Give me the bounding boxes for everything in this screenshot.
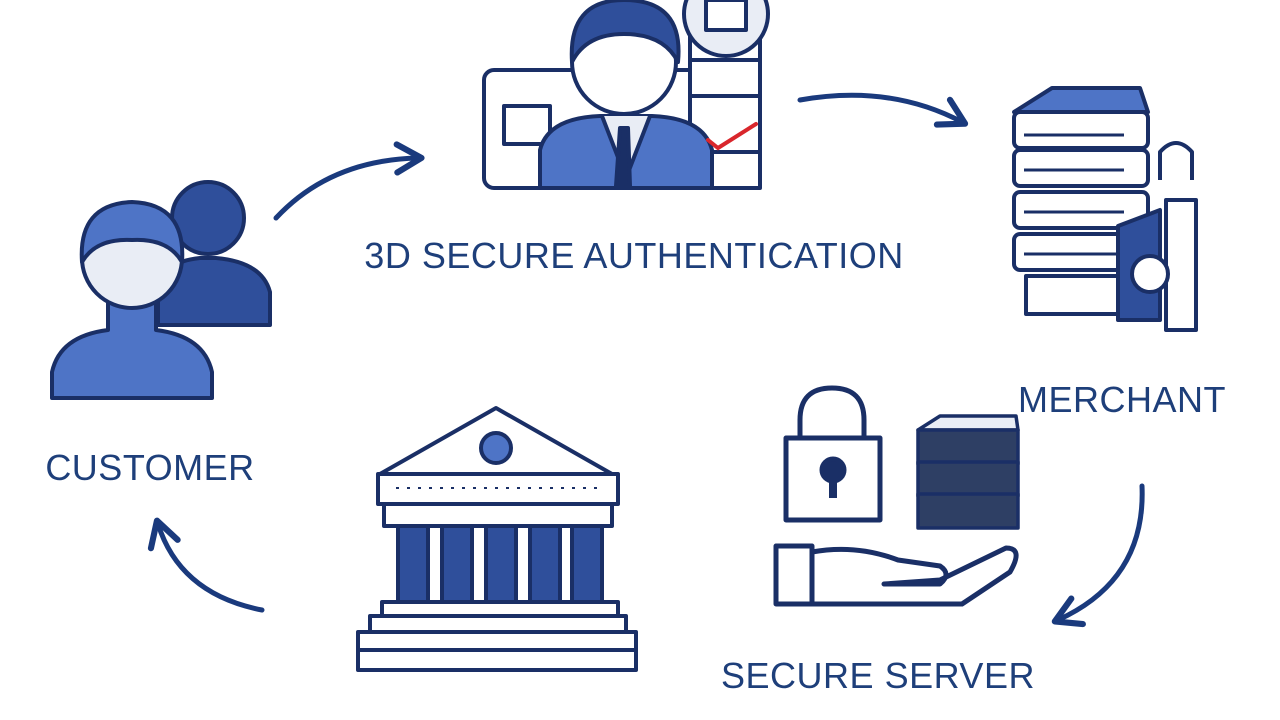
hand-icon xyxy=(773,543,1019,607)
customer-icon xyxy=(50,180,272,400)
merchant-label: MERCHANT xyxy=(1018,379,1226,420)
arrow-merchant-to-secure-server xyxy=(1051,483,1145,628)
secure-server-label: SECURE SERVER xyxy=(721,655,1035,696)
arrow-bank-to-customer xyxy=(147,517,265,613)
bank-icon xyxy=(356,406,638,672)
arrow-customer-to-auth xyxy=(273,141,425,221)
merchant-server-icon xyxy=(1012,86,1198,332)
customer-label: CUSTOMER xyxy=(45,447,254,488)
authentication-icon xyxy=(482,0,770,190)
check-mark-icon xyxy=(706,122,758,151)
arrow-auth-to-merchant xyxy=(797,92,969,128)
server-stack-icon xyxy=(916,414,1020,530)
authentication-label: 3D SECURE AUTHENTICATION xyxy=(364,235,903,276)
lock-icon xyxy=(783,385,883,523)
